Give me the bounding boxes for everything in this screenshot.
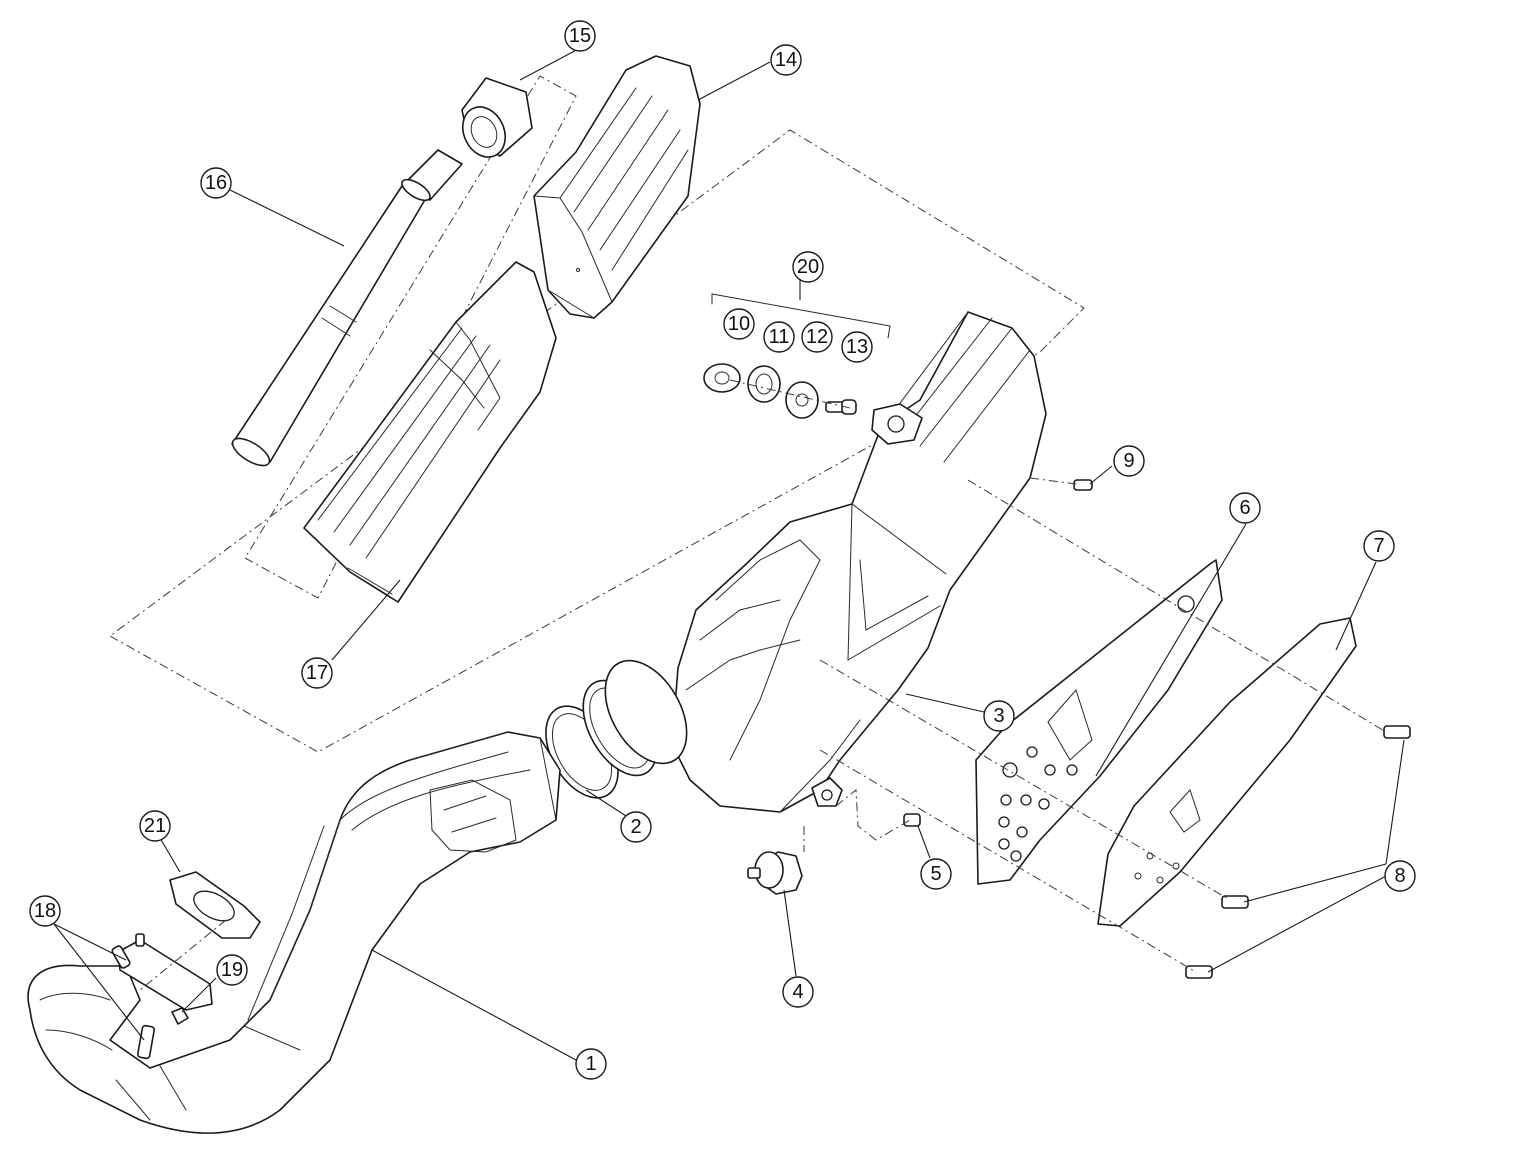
svg-text:21: 21 (144, 815, 166, 837)
callout-14: 14 (770, 44, 802, 76)
svg-text:18: 18 (34, 900, 56, 922)
callout-3: 3 (983, 700, 1015, 732)
muffler-lower-cover (303, 261, 557, 603)
svg-text:16: 16 (205, 172, 227, 194)
svg-text:14: 14 (775, 49, 797, 71)
washer-kit-bracket (711, 293, 891, 339)
svg-text:13: 13 (846, 336, 868, 358)
screw-13 (825, 399, 857, 415)
svg-text:11: 11 (769, 326, 790, 348)
assembly-boundary-outer (109, 129, 1085, 753)
muffler-bolt (903, 813, 921, 827)
callout-17: 17 (301, 657, 333, 689)
callout-11: 11 (763, 321, 795, 353)
callout-8: 8 (1384, 860, 1416, 892)
callout-2: 2 (620, 811, 652, 843)
clamp-rings (545, 659, 688, 799)
bushing-11 (747, 365, 781, 403)
svg-text:1: 1 (585, 1053, 596, 1075)
tail-pipe-sleeve (461, 77, 533, 158)
callout-4: 4 (782, 976, 814, 1008)
callout-20: 20 (792, 251, 824, 283)
callout-19: 19 (216, 954, 248, 986)
washer-10 (703, 363, 741, 393)
callout-9: 9 (1113, 445, 1145, 477)
callout-16: 16 (200, 167, 232, 199)
rubber-damper (747, 851, 803, 895)
callout-7: 7 (1363, 530, 1395, 562)
muffler-body (671, 311, 1047, 813)
svg-text:8: 8 (1394, 865, 1405, 887)
svg-text:17: 17 (306, 662, 328, 684)
callout-10: 10 (723, 308, 755, 340)
outer-shield (1097, 617, 1357, 927)
flange-studs (111, 933, 213, 1060)
heat-shield (975, 559, 1223, 885)
assembly-boundary-inner (244, 75, 577, 599)
flange-nut (171, 1007, 189, 1025)
callout-18: 18 (29, 895, 61, 927)
svg-text:10: 10 (728, 313, 750, 335)
callout-6: 6 (1229, 492, 1261, 524)
exhaust-header-pipe (27, 731, 561, 1134)
svg-text:9: 9 (1123, 450, 1134, 472)
svg-text:5: 5 (930, 863, 941, 885)
shield-screws (1185, 725, 1411, 979)
callout-15: 15 (564, 20, 596, 52)
washer-12 (785, 381, 819, 419)
callout-leaders (53, 45, 1405, 1061)
flange-gasket (169, 871, 261, 939)
muffler-upper-cover (533, 55, 701, 319)
callout-5: 5 (920, 858, 952, 890)
alignment-lines (139, 379, 1387, 991)
screw-9 (1073, 479, 1093, 491)
svg-text:15: 15 (569, 25, 591, 47)
callout-13: 13 (841, 331, 873, 363)
svg-text:4: 4 (792, 981, 803, 1003)
tail-pipe (231, 149, 463, 467)
svg-text:12: 12 (806, 326, 828, 348)
svg-text:19: 19 (221, 959, 243, 981)
svg-text:6: 6 (1239, 497, 1250, 519)
svg-text:7: 7 (1373, 535, 1384, 557)
callout-12: 12 (801, 321, 833, 353)
callout-1: 1 (575, 1048, 607, 1080)
callout-21: 21 (139, 810, 171, 842)
svg-text:2: 2 (630, 816, 641, 838)
svg-text:20: 20 (797, 256, 819, 278)
svg-text:3: 3 (993, 705, 1004, 727)
